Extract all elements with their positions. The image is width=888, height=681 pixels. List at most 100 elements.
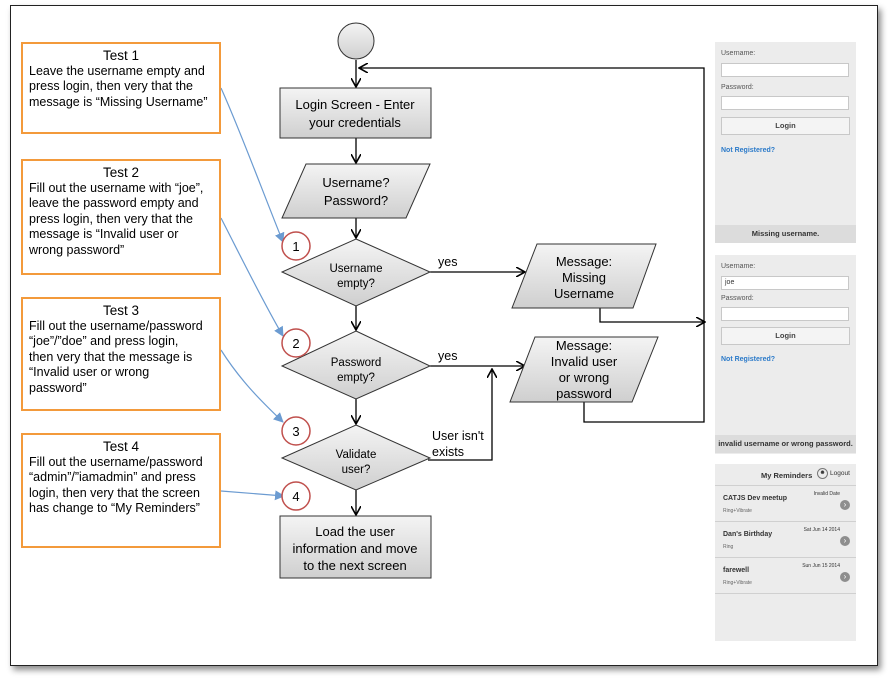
test-2-title: Test 2 xyxy=(102,165,140,180)
test-4-line: has change to “My Reminders” xyxy=(29,501,200,515)
load-user-line2: information and move xyxy=(292,541,417,556)
yes-label-2: yes xyxy=(438,349,457,363)
test-2-line: wrong password” xyxy=(29,242,125,257)
test-4-line: Fill out the username/password xyxy=(29,454,203,469)
test-1-box: Test 1 Leave the username empty and pres… xyxy=(21,42,221,134)
yes-label-1: yes xyxy=(438,255,457,269)
reminder-date: Invalid Date xyxy=(813,491,840,497)
test-4-box: Test 4 Fill out the username/password “a… xyxy=(21,433,221,548)
message-invalid-line4: password xyxy=(556,386,612,401)
test-1-line: message is “Missing Username” xyxy=(29,94,208,109)
marker-label-3: 3 xyxy=(292,424,299,439)
load-user-box xyxy=(279,515,432,579)
test-markers: 1 2 3 4 xyxy=(281,231,311,511)
test-1-line: press login, then very that the xyxy=(29,79,193,93)
reminder-date: Sun Jun 15 2014 xyxy=(802,563,840,569)
flow-connectors xyxy=(356,60,704,514)
marker-label-1: 1 xyxy=(292,239,299,254)
logout-button[interactable]: ☻Logout xyxy=(817,468,850,479)
login-screen-missing: Username: Password: Login Not Registered… xyxy=(715,42,856,243)
reminder-item[interactable]: CATJS Dev meetup Ring+Vibrate Invalid Da… xyxy=(715,486,856,522)
decision-password-shape xyxy=(280,330,432,400)
reminder-name: farewell xyxy=(723,567,750,574)
logout-label: Logout xyxy=(830,470,850,478)
error-message-bar: Missing username. xyxy=(715,225,856,243)
test-2-box: Test 2 Fill out the username with “joe”,… xyxy=(21,159,221,275)
connector-not-exists xyxy=(428,370,492,461)
test-3-line: “Invalid user or wrong xyxy=(29,365,150,379)
test2-connector xyxy=(220,217,284,337)
message-invalid-line2: Invalid user xyxy=(551,354,618,369)
not-exists-line1: User isn't xyxy=(432,429,484,443)
chevron-right-icon: › xyxy=(840,536,850,546)
password-label: Password: xyxy=(721,295,754,302)
connector-missing-return xyxy=(599,308,704,322)
input-line1: Username? xyxy=(322,175,389,190)
password-label: Password: xyxy=(721,84,754,91)
marker-circle-2 xyxy=(281,328,311,358)
test-connectors xyxy=(220,87,285,501)
test-2-line: message is “Invalid user or xyxy=(29,227,179,241)
reminder-item[interactable]: farewell Ring+Vibrate Sun Jun 15 2014 › xyxy=(715,558,856,594)
decision-validate-line1: Validate xyxy=(336,449,377,461)
user-icon: ☻ xyxy=(817,468,828,479)
test-4-title: Test 4 xyxy=(102,439,140,454)
login-button[interactable]: Login xyxy=(721,327,850,345)
not-exists-line2: exists xyxy=(432,445,464,459)
marker-circle-4 xyxy=(281,481,311,511)
decision-username-line1: Username xyxy=(329,263,382,275)
decision-validate-line2: user? xyxy=(342,464,371,476)
marker-label-2: 2 xyxy=(292,336,299,351)
not-registered-link[interactable]: Not Registered? xyxy=(721,147,776,154)
login-screen-box xyxy=(279,87,432,139)
decision-username-shape xyxy=(280,238,432,307)
test-4-line: “admin”/”iamadmin” and press xyxy=(29,470,196,484)
chevron-right-icon: › xyxy=(840,500,850,510)
username-input[interactable]: joe xyxy=(721,276,849,290)
reminder-sound: Ring+Vibrate xyxy=(723,580,752,586)
login-screen-line1: Login Screen - Enter xyxy=(295,97,415,112)
test-1-title: Test 1 xyxy=(102,48,140,63)
message-invalid-shape xyxy=(509,336,659,403)
marker-circle-1 xyxy=(281,231,311,261)
test-3-line: password” xyxy=(29,380,87,395)
test-1-line: Leave the username empty and xyxy=(29,63,205,78)
input-line2: Password? xyxy=(324,193,388,208)
password-input[interactable] xyxy=(721,96,849,110)
reminders-title: My Reminders xyxy=(761,471,813,480)
message-missing-line3: Username xyxy=(554,286,614,301)
test-3-title: Test 3 xyxy=(102,303,140,318)
not-registered-link[interactable]: Not Registered? xyxy=(721,356,776,363)
reminder-item[interactable]: Dan's Birthday Ring Sat Jun 14 2014 › xyxy=(715,522,856,558)
test-3-line: then very that the message is xyxy=(29,349,193,364)
reminders-header: My Reminders ☻Logout xyxy=(715,464,856,486)
start-node xyxy=(337,22,375,60)
test-3-box: Test 3 Fill out the username/password “j… xyxy=(21,297,221,411)
password-input[interactable] xyxy=(721,307,849,321)
login-button[interactable]: Login xyxy=(721,117,850,135)
test-2-line: Fill out the username with “joe”, xyxy=(29,180,204,195)
load-user-line1: Load the user xyxy=(315,524,395,539)
message-missing-line2: Missing xyxy=(562,270,606,285)
login-screen-invalid: Username: joe Password: Login Not Regist… xyxy=(715,255,856,454)
test4-connector xyxy=(220,490,285,501)
connector-invalid-return xyxy=(360,68,705,423)
reminders-screen: My Reminders ☻Logout CATJS Dev meetup Ri… xyxy=(715,464,856,641)
login-screen-line2: your credentials xyxy=(309,115,401,130)
decision-password-line2: empty? xyxy=(337,372,375,384)
username-label: Username: xyxy=(721,263,756,270)
decision-password-line1: Password xyxy=(331,357,382,369)
test-2-line: leave the password empty and xyxy=(29,196,199,210)
credentials-input-shape xyxy=(281,163,431,219)
chevron-right-icon: › xyxy=(840,572,850,582)
username-input[interactable] xyxy=(721,63,849,77)
decision-validate-shape xyxy=(280,424,432,491)
message-invalid-line1: Message: xyxy=(556,338,612,353)
test-2-line: press login, then very that the xyxy=(29,211,193,226)
reminder-sound: Ring xyxy=(723,544,734,550)
test-4-line: login, then very that the screen xyxy=(29,485,200,500)
reminder-date: Sat Jun 14 2014 xyxy=(803,527,840,533)
error-message-bar: invalid username or wrong password. xyxy=(715,435,856,453)
test-3-line: “joe”/”doe” and press login, xyxy=(29,334,179,348)
